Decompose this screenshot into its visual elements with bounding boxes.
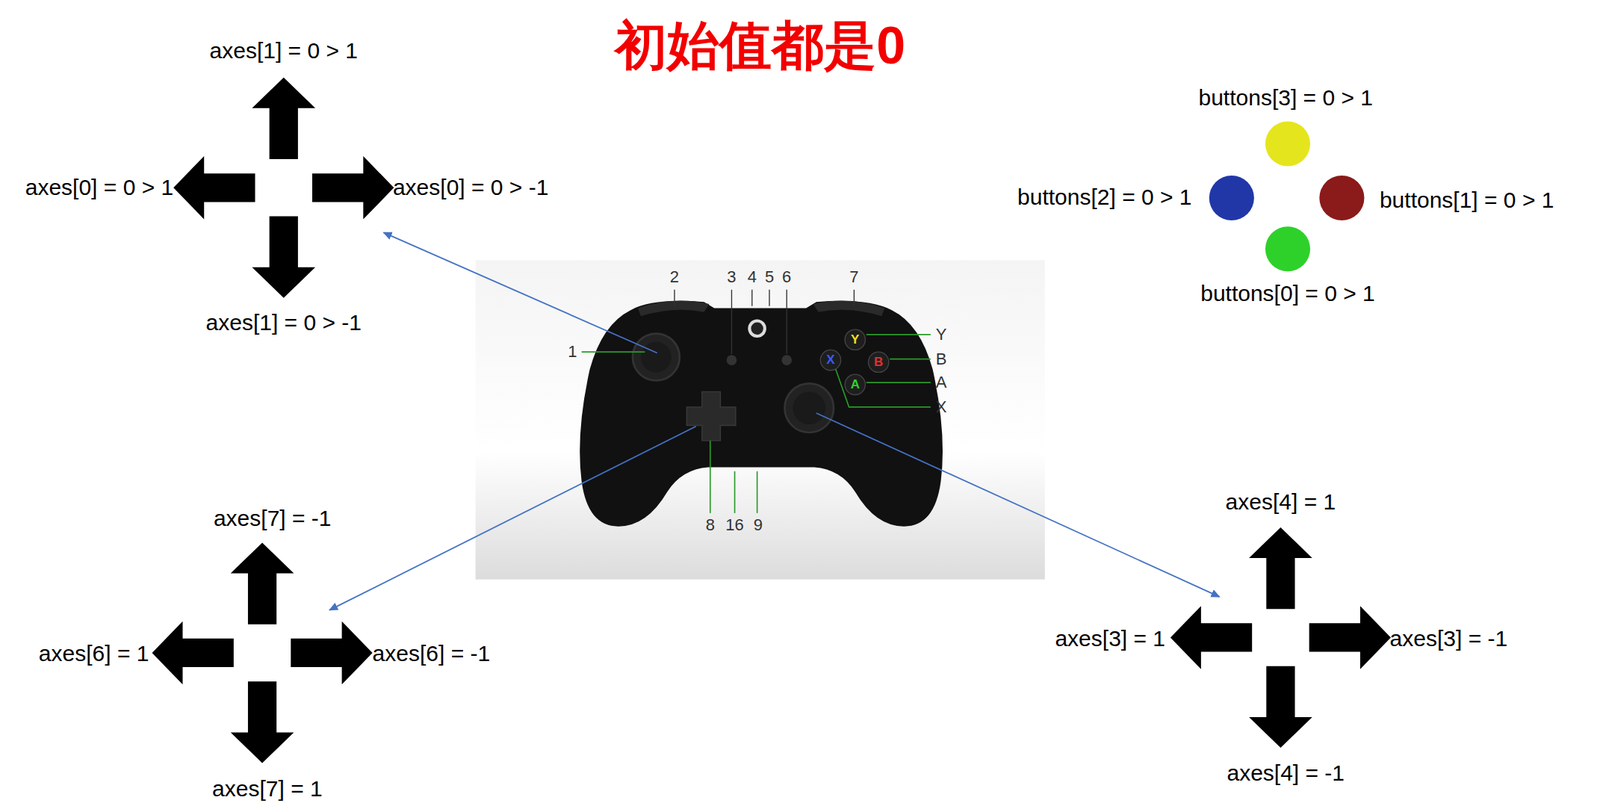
axis-label: axes[3] = 1 bbox=[1054, 625, 1166, 653]
direction-cross bbox=[152, 542, 373, 763]
axis-label: axes[0] = 0 > 1 bbox=[25, 174, 174, 201]
axis-label: axes[3] = -1 bbox=[1390, 625, 1509, 653]
axis-label: axes[4] = 1 bbox=[1225, 489, 1337, 516]
callout-letter: A bbox=[935, 372, 948, 392]
callout-leaders bbox=[581, 334, 931, 514]
axis-label: axes[0] = 0 > -1 bbox=[392, 174, 549, 201]
button-label: buttons[3] = 0 > 1 bbox=[1198, 85, 1373, 112]
axis-label: axes[7] = 1 bbox=[212, 775, 323, 802]
callout-number: 4 bbox=[747, 268, 757, 287]
callout-number: 9 bbox=[753, 516, 763, 535]
axis-label: axes[4] = -1 bbox=[1226, 760, 1345, 787]
axis-label: axes[1] = 0 > -1 bbox=[206, 309, 362, 336]
callout-letter: X bbox=[935, 397, 948, 417]
callout-letter: B bbox=[935, 349, 948, 369]
button-letter: A bbox=[850, 377, 860, 393]
direction-cross bbox=[173, 77, 394, 299]
button-circles bbox=[1209, 121, 1365, 272]
button-label: buttons[2] = 0 > 1 bbox=[1017, 183, 1193, 210]
button-label: buttons[0] = 0 > 1 bbox=[1200, 280, 1376, 308]
axis-label: axes[6] = 1 bbox=[38, 640, 150, 668]
button-label: buttons[1] = 0 > 1 bbox=[1379, 186, 1555, 213]
callout-letter: Y bbox=[935, 324, 948, 344]
callout-number: 6 bbox=[782, 268, 792, 287]
axis-label: axes[6] = -1 bbox=[372, 640, 491, 668]
callout-number: 8 bbox=[705, 516, 715, 535]
direction-cross bbox=[1170, 527, 1391, 748]
callout-number: 7 bbox=[849, 268, 859, 287]
axis-label: axes[1] = 0 > 1 bbox=[209, 38, 358, 65]
button-letter: B bbox=[873, 354, 883, 370]
callout-number: 5 bbox=[764, 268, 774, 287]
page-title: 初始值都是0 bbox=[614, 15, 906, 77]
axis-label: axes[7] = -1 bbox=[213, 504, 332, 532]
pointer-lines bbox=[329, 232, 1220, 610]
controller-body bbox=[579, 301, 943, 527]
callout-number: 3 bbox=[726, 268, 736, 287]
button-letter: X bbox=[826, 352, 835, 368]
callout-leaders bbox=[674, 289, 854, 355]
callout-number: 1 bbox=[567, 342, 577, 361]
callout-number: 16 bbox=[725, 516, 744, 535]
callout-number: 2 bbox=[670, 268, 679, 287]
button-letter: Y bbox=[850, 332, 860, 348]
